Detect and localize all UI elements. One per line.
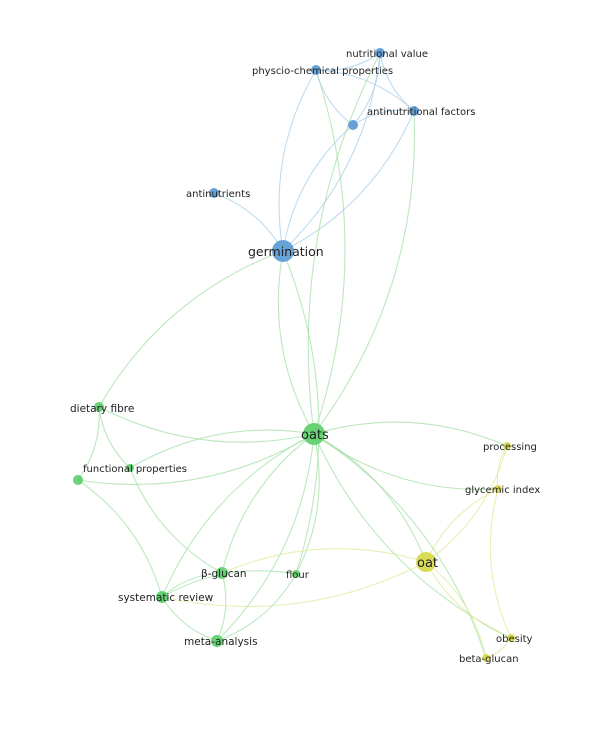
label-beta-glucan-greek: β-glucan xyxy=(201,568,247,580)
label-oats: oats xyxy=(301,428,329,443)
node-functional-properties[interactable] xyxy=(126,464,134,472)
edge-dietary-fibre-functional-properties xyxy=(98,406,131,469)
label-physcio-chemical-properties: physcio-chemical properties xyxy=(252,66,393,77)
edge-oats-flour xyxy=(295,433,320,575)
edge-layer xyxy=(77,52,512,659)
edge-oats-dietary-fibre xyxy=(98,406,315,443)
node-glycemic-index[interactable] xyxy=(494,485,502,493)
edge-antinutritional-factors-unlabeled-blue xyxy=(352,109,415,126)
label-beta-glucan: beta-glucan xyxy=(459,654,519,665)
label-nutritional-value: nutritional value xyxy=(346,49,428,60)
edge-beta-glucan-greek-meta-analysis xyxy=(216,572,227,642)
edge-flour-germination xyxy=(282,250,320,575)
edge-oats-systematic-review xyxy=(161,433,315,598)
label-germination: germination xyxy=(248,244,324,259)
node-beta-glucan-greek[interactable] xyxy=(216,567,228,579)
node-germination[interactable] xyxy=(272,240,294,262)
edge-germination-unlabeled-blue xyxy=(282,124,354,252)
edge-oat-processing xyxy=(425,445,508,563)
edge-physcio-chemical-properties-antinutritional-factors xyxy=(315,69,415,112)
node-layer xyxy=(73,48,515,662)
edge-germination-antinutrients xyxy=(213,192,284,252)
edge-oats-glycemic-index xyxy=(313,433,499,491)
edge-oat-systematic-review xyxy=(161,561,427,607)
label-glycemic-index: glycemic index xyxy=(465,485,540,496)
node-unlabeled-blue[interactable] xyxy=(348,120,358,130)
edge-dietary-fibre-germination xyxy=(98,250,284,408)
edge-beta-glucan-greek-systematic-review xyxy=(161,572,223,598)
edge-oats-unlabeled-green xyxy=(77,433,315,485)
label-functional-properties: functional properties xyxy=(83,464,187,475)
node-dietary-fibre[interactable] xyxy=(94,402,104,412)
edge-dietary-fibre-unlabeled-green xyxy=(77,406,100,481)
node-antinutrients[interactable] xyxy=(209,188,219,198)
label-dietary-fibre: dietary fibre xyxy=(70,403,134,415)
node-beta-glucan[interactable] xyxy=(482,654,490,662)
node-antinutritional-factors[interactable] xyxy=(409,106,419,116)
edge-oats-beta-glucan xyxy=(313,433,487,659)
edge-meta-analysis-flour xyxy=(216,573,297,642)
node-meta-analysis[interactable] xyxy=(211,635,223,647)
edge-oats-processing xyxy=(313,421,508,447)
edge-oat-beta-glucan xyxy=(425,561,487,659)
edge-physcio-chemical-properties-unlabeled-blue xyxy=(315,69,354,126)
label-processing: processing xyxy=(483,442,537,453)
label-oat: oat xyxy=(417,556,438,571)
label-antinutritional-factors: antinutritional factors xyxy=(367,107,475,118)
node-processing[interactable] xyxy=(503,442,511,450)
edge-germination-physcio-chemical-properties xyxy=(278,69,317,252)
edge-oats-nutritional-value xyxy=(307,52,381,435)
edge-oats-meta-analysis xyxy=(216,433,315,642)
node-unlabeled-green[interactable] xyxy=(73,475,83,485)
edge-systematic-review-meta-analysis xyxy=(161,596,218,642)
label-antinutrients: antinutrients xyxy=(186,189,250,200)
edge-glycemic-index-obesity xyxy=(489,488,512,639)
edge-oats-physcio-chemical-properties xyxy=(313,69,346,435)
edge-functional-properties-beta-glucan-greek xyxy=(129,467,223,574)
node-oat[interactable] xyxy=(416,552,436,572)
edge-nutritional-value-unlabeled-blue xyxy=(352,52,381,126)
edge-germination-antinutritional-factors xyxy=(282,110,415,252)
edge-oats-obesity xyxy=(313,433,512,639)
node-flour[interactable] xyxy=(292,570,300,578)
edge-oats-functional-properties xyxy=(129,429,315,469)
label-layer: nutritional value physcio-chemical proper… xyxy=(70,49,540,665)
edge-oat-obesity xyxy=(425,561,512,639)
label-obesity: obesity xyxy=(496,634,533,645)
node-obesity[interactable] xyxy=(507,634,515,642)
node-oats[interactable] xyxy=(303,423,325,445)
label-systematic-review: systematic review xyxy=(118,592,214,604)
node-nutritional-value[interactable] xyxy=(375,48,385,58)
edge-oats-germination xyxy=(277,250,315,435)
label-meta-analysis: meta-analysis xyxy=(184,636,258,648)
edge-unlabeled-green-systematic-review xyxy=(77,479,163,598)
edge-oat-beta-glucan-greek xyxy=(221,548,427,574)
edge-nutritional-value-antinutritional-factors xyxy=(379,52,415,112)
node-physcio-chemical-properties[interactable] xyxy=(311,65,321,75)
node-systematic-review[interactable] xyxy=(156,591,168,603)
edge-oats-oat xyxy=(313,433,427,563)
edge-oats-beta-glucan-greek xyxy=(221,433,315,574)
edge-oat-glycemic-index xyxy=(425,488,499,563)
edge-oats-antinutritional-factors xyxy=(313,110,416,435)
label-flour: flour xyxy=(286,570,310,581)
